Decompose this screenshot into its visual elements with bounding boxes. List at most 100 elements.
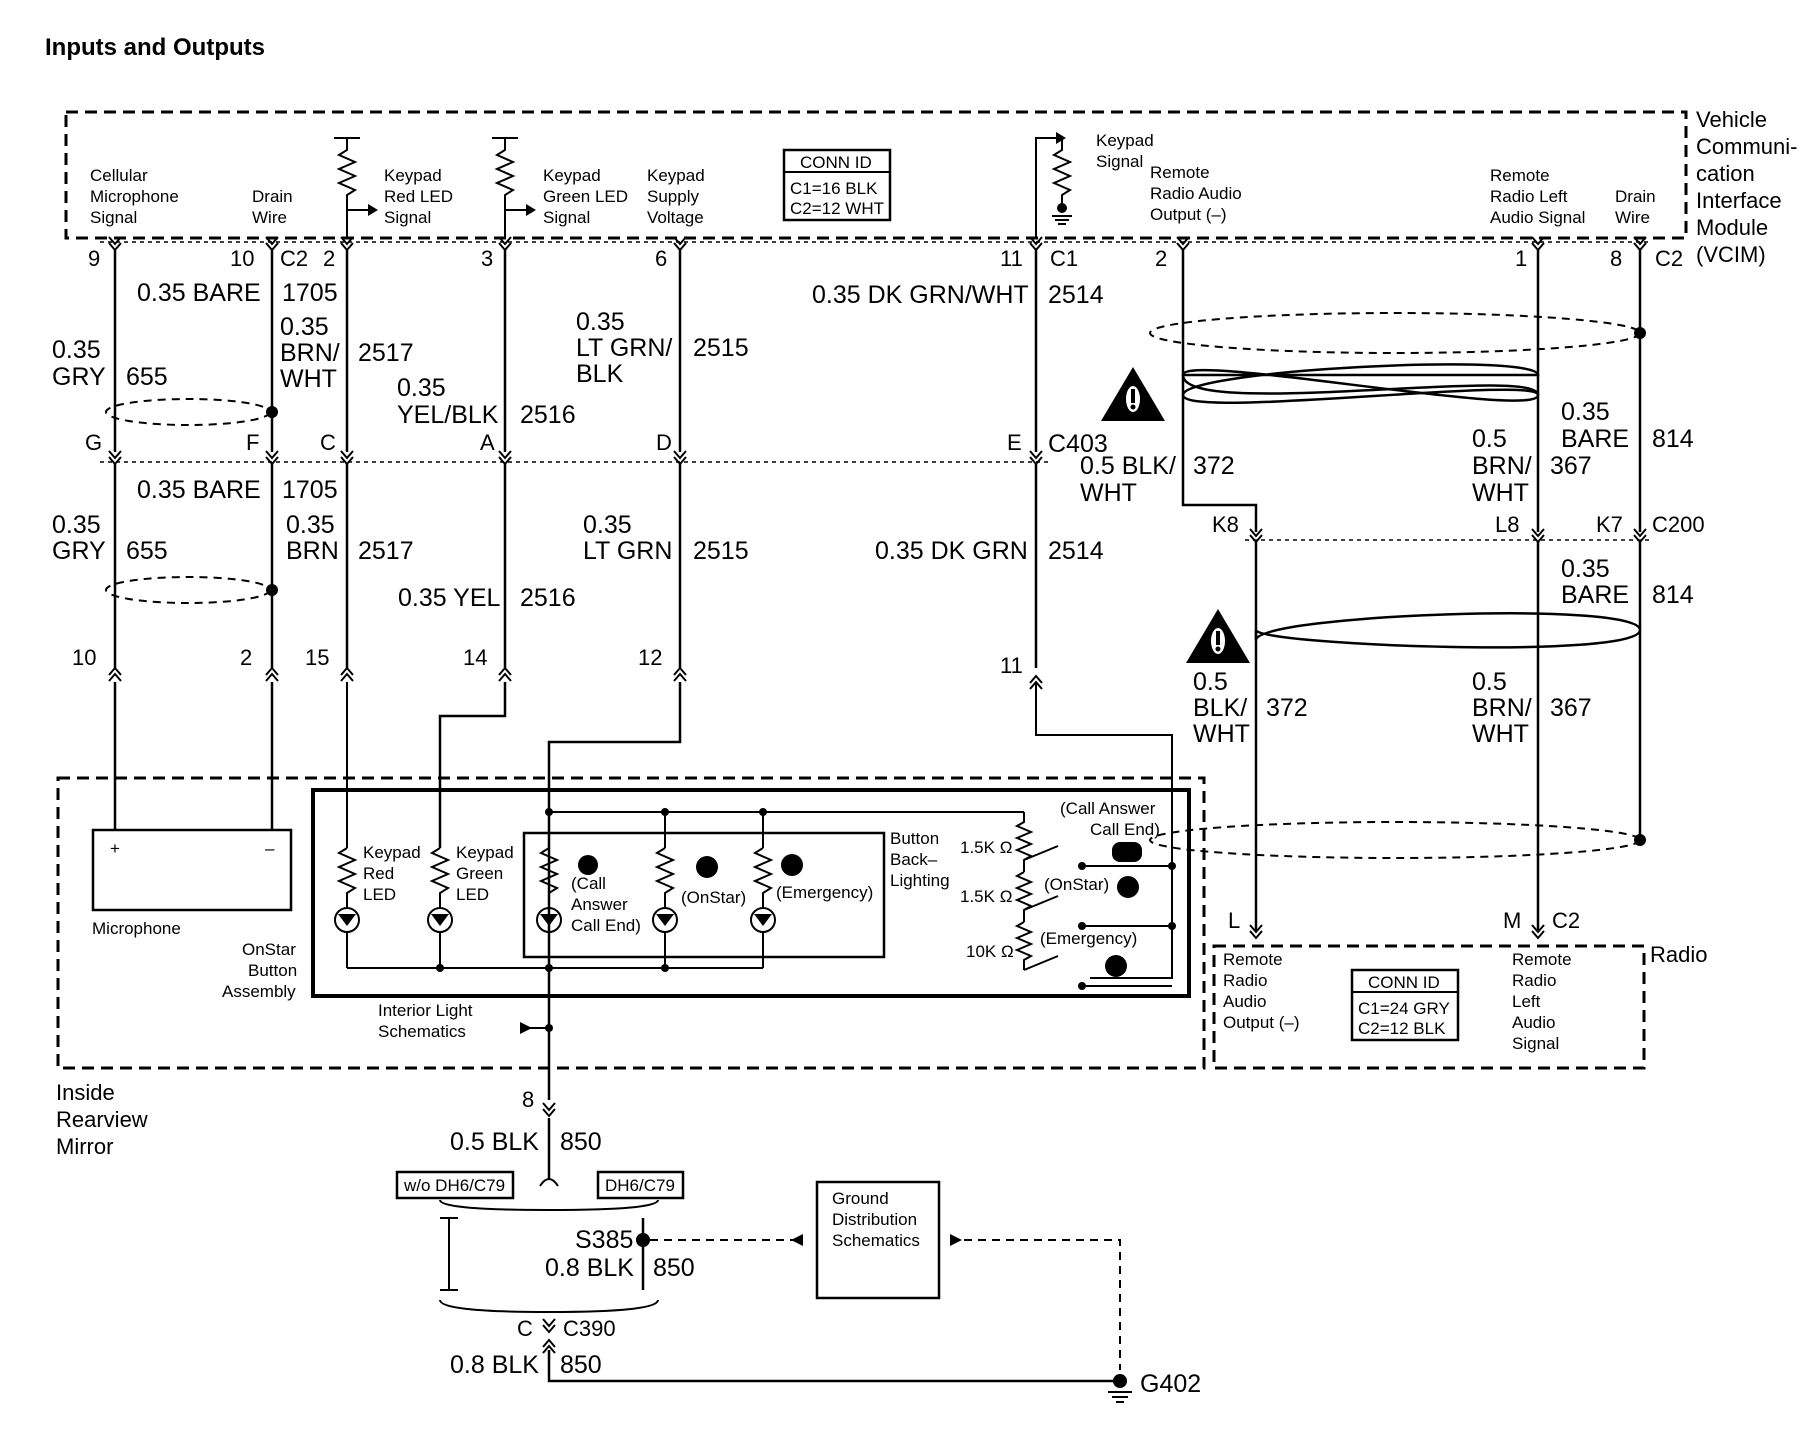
interior-light-label: Interior Light — [378, 1001, 473, 1020]
conn-id-c1: C1=16 BLK — [790, 179, 878, 198]
conn-id-c2: C2=12 BLK — [1358, 1019, 1446, 1038]
led-label: Green — [456, 864, 503, 883]
wire-label: BRN/ — [280, 339, 340, 367]
vcim-label-line: Interface — [1696, 188, 1782, 213]
assembly-label: OnStar Button Assembly — [222, 940, 297, 1001]
signal-label: Red LED — [384, 187, 453, 206]
signal-label: Voltage — [647, 208, 704, 227]
twisted-pair — [1181, 374, 1540, 396]
assembly-label-line: OnStar — [242, 940, 296, 959]
twisted-pair — [1181, 363, 1540, 405]
option-label: DH6/C79 — [605, 1176, 675, 1195]
wire-label: 814 — [1652, 425, 1694, 453]
pin-label: 8 — [1610, 246, 1622, 271]
pin-label: E — [1007, 430, 1022, 455]
switch-label: Call End) — [1090, 820, 1160, 839]
wire-label: BLK/ — [1193, 694, 1247, 722]
vcim-signal-labels: Cellular Microphone Signal Drain Wire Ke… — [90, 131, 1656, 227]
shield-ellipse — [1149, 312, 1641, 354]
signal-label: Radio Audio — [1150, 184, 1242, 203]
wire-label: 814 — [1652, 581, 1694, 609]
radio-block: Radio L M C2 Remote Radio Audio Output (… — [1223, 908, 1707, 1053]
pin-label: 15 — [305, 645, 329, 670]
mirror-label-line: Rearview — [56, 1107, 148, 1132]
signal-label: Drain — [252, 187, 293, 206]
wire-label: 0.35 YEL — [398, 584, 501, 612]
wire-label: 2514 — [1048, 281, 1104, 309]
microphone-plus: + — [110, 839, 120, 858]
wire-label: 0.35 BARE — [137, 279, 261, 307]
backlighting-label: Button — [890, 829, 939, 848]
wire-label: WHT — [1080, 479, 1137, 507]
wire-label: GRY — [52, 537, 106, 565]
vcim-module-outline — [64, 110, 1688, 240]
signal-label: Wire — [1615, 208, 1650, 227]
wire-label: 0.35 — [286, 511, 335, 539]
wire-label: GRY — [52, 363, 106, 391]
pin-label: A — [480, 430, 495, 455]
wire-label: BRN/ — [1472, 452, 1532, 480]
mirror-pins: 10 2 15 14 12 11 — [72, 645, 1023, 678]
microphone-label: Microphone — [92, 919, 181, 938]
button-panel — [522, 831, 886, 959]
wire-label: 372 — [1193, 452, 1235, 480]
connector-label: C200 — [1652, 512, 1705, 537]
wire-label: 655 — [126, 363, 168, 391]
wire-label: 0.35 — [397, 374, 446, 402]
switch-label: (Call Answer — [1060, 799, 1156, 818]
wire-label: 0.35 — [583, 511, 632, 539]
vcim-label-line: cation — [1696, 161, 1755, 186]
signal-label: Remote — [1490, 166, 1550, 185]
wire-label: 1705 — [282, 279, 338, 307]
splice-label: S385 — [575, 1226, 633, 1254]
emergency-icon — [781, 854, 803, 876]
pin-label: L — [1228, 908, 1240, 933]
wire-label: 1705 — [282, 476, 338, 504]
wire-label: WHT — [1472, 479, 1529, 507]
radio-outline — [1212, 944, 1646, 1070]
signal-label: Keypad — [384, 166, 442, 185]
wire-label: LT GRN — [583, 537, 672, 565]
led-label: Keypad — [456, 843, 514, 862]
connector-label: C2 — [280, 246, 308, 271]
c403-connector: G F C A D E C403 — [85, 430, 1108, 465]
connector-label: C2 — [1655, 246, 1683, 271]
pin-label: 11 — [1000, 653, 1023, 678]
vcim-label-line: Module — [1696, 215, 1768, 240]
wire-label: 0.8 BLK — [450, 1351, 539, 1379]
vcim-label-line: (VCIM) — [1696, 242, 1766, 267]
mirror-label: Inside Rearview Mirror — [56, 1080, 148, 1159]
assembly-label-line: Button — [248, 961, 297, 980]
wire-label: 2516 — [520, 401, 576, 429]
wire-label: 0.35 DK GRN/WHT — [812, 281, 1029, 309]
signal-label: Keypad — [543, 166, 601, 185]
radio-signal-label: Remote — [1512, 950, 1572, 969]
radio-signal-label: Radio — [1223, 971, 1267, 990]
wire-label: YEL/BLK — [397, 401, 499, 429]
wire-label: 0.35 — [1561, 398, 1610, 426]
signal-label: Drain — [1615, 187, 1656, 206]
led-label: Answer — [571, 895, 628, 914]
interior-light-label: Schematics — [378, 1022, 466, 1041]
pin-label: 2 — [323, 246, 335, 271]
microphone-minus: – — [265, 839, 275, 858]
vcim-pins: 9 10 C2 2 3 6 11 C1 2 1 8 C2 — [88, 246, 1683, 271]
call-icon — [578, 855, 598, 875]
radio-wire-labels: 0.5 BLK/ WHT 372 0.5 BRN/ WHT 367 0.35 B… — [1193, 555, 1694, 748]
signal-label: Wire — [252, 208, 287, 227]
led-label: Red — [363, 864, 394, 883]
wire-label: WHT — [1193, 720, 1250, 748]
pin-label: K8 — [1212, 512, 1239, 537]
radio-signal-label: Radio — [1512, 971, 1556, 990]
pin-label: 12 — [638, 645, 662, 670]
vcim-internal-resistors — [334, 132, 1073, 238]
radio-signal-label: Left — [1512, 992, 1541, 1011]
ground-point — [1113, 1374, 1127, 1388]
led-label: Call End) — [571, 916, 641, 935]
pin-label: 2 — [240, 645, 252, 670]
upper-wire-labels: 0.35 BARE 1705 0.35 GRY 655 0.35 BRN/ WH… — [52, 279, 1694, 507]
wire-label: 0.5 BLK/ — [1080, 452, 1176, 480]
led-label: Keypad — [363, 843, 421, 862]
page-title: Inputs and Outputs — [45, 34, 265, 61]
wire-label: 0.35 — [52, 511, 101, 539]
